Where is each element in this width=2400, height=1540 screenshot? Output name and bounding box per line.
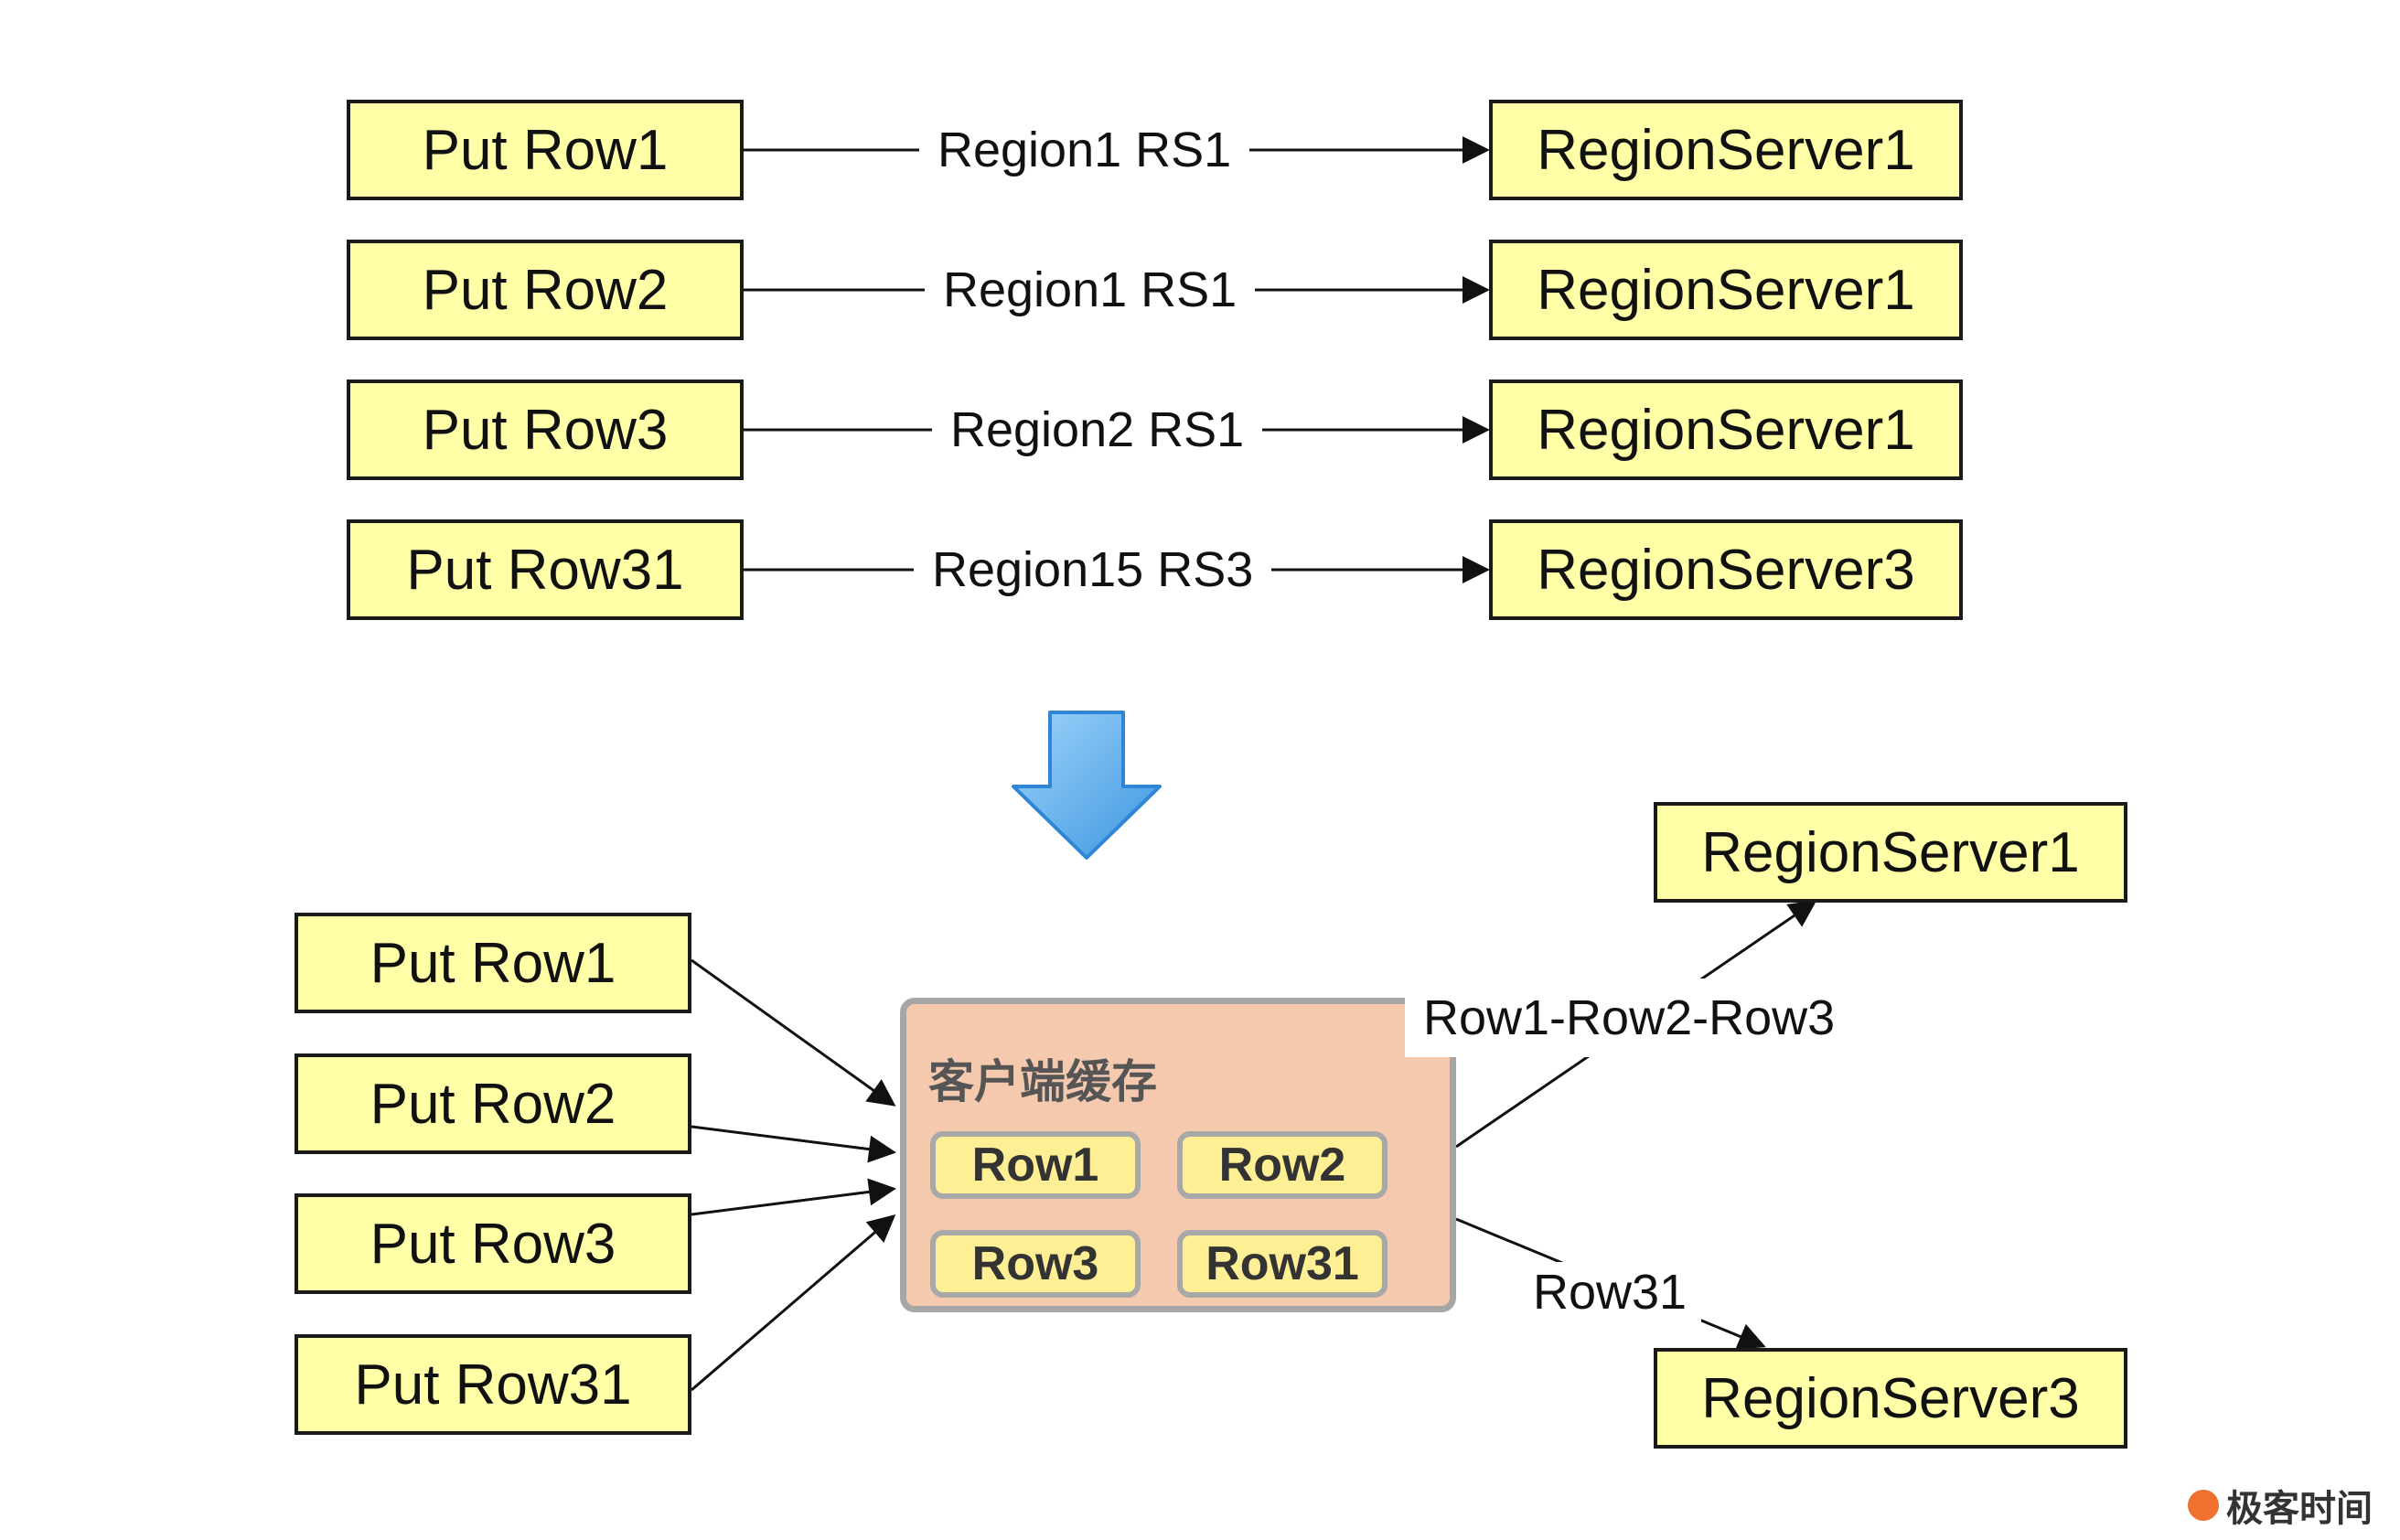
cache-cell-row31: Row31 <box>1177 1230 1388 1298</box>
put-row1-to-cache-arrow <box>691 958 896 1107</box>
top-put-box-1: Put Row1 <box>347 100 744 200</box>
watermark: 极客时间 <box>2188 1479 2373 1532</box>
bottom-server-box-3: RegionServer3 <box>1654 1348 2127 1449</box>
top-route-label-4: Region15 RS3 <box>914 545 1272 594</box>
cache-cell-row3: Row3 <box>930 1230 1141 1298</box>
client-cache-title: 客户端缓存 <box>928 1055 1157 1108</box>
top-route-label-1: Region1 RS1 <box>919 125 1250 175</box>
cache-cell-row2: Row2 <box>1177 1131 1388 1199</box>
cache-cell-row1: Row1 <box>930 1131 1141 1199</box>
top-route-label-3: Region2 RS1 <box>932 405 1263 455</box>
client-cache: 客户端缓存 Row1 Row2 Row3 Row31 <box>900 998 1456 1312</box>
top-put-box-2: Put Row2 <box>347 240 744 340</box>
down-arrow-icon <box>1012 711 1162 860</box>
watermark-text: 极客时间 <box>2226 1488 2373 1530</box>
top-route-label-2: Region1 RS1 <box>925 265 1256 315</box>
batch-label-rs1: Row1-Row2-Row3 <box>1405 979 1854 1057</box>
bottom-put-box-2: Put Row2 <box>295 1053 691 1154</box>
top-server-box-3: RegionServer1 <box>1489 380 1963 480</box>
bottom-server-box-1: RegionServer1 <box>1654 802 2127 903</box>
batch-label-rs3: Row31 <box>1518 1262 1702 1322</box>
bottom-put-box-1: Put Row1 <box>295 913 691 1013</box>
top-put-box-4: Put Row31 <box>347 519 744 620</box>
put-row3-to-cache-arrow <box>691 1178 896 1216</box>
top-put-box-3: Put Row3 <box>347 380 744 480</box>
top-server-box-4: RegionServer3 <box>1489 519 1963 620</box>
bottom-put-box-4: Put Row31 <box>295 1334 691 1435</box>
put-row31-to-cache-arrow <box>691 1214 896 1392</box>
bottom-put-box-3: Put Row3 <box>295 1193 691 1294</box>
logo-icon <box>2188 1490 2219 1521</box>
put-row2-to-cache-arrow <box>691 1125 896 1163</box>
top-server-box-2: RegionServer1 <box>1489 240 1963 340</box>
top-server-box-1: RegionServer1 <box>1489 100 1963 200</box>
